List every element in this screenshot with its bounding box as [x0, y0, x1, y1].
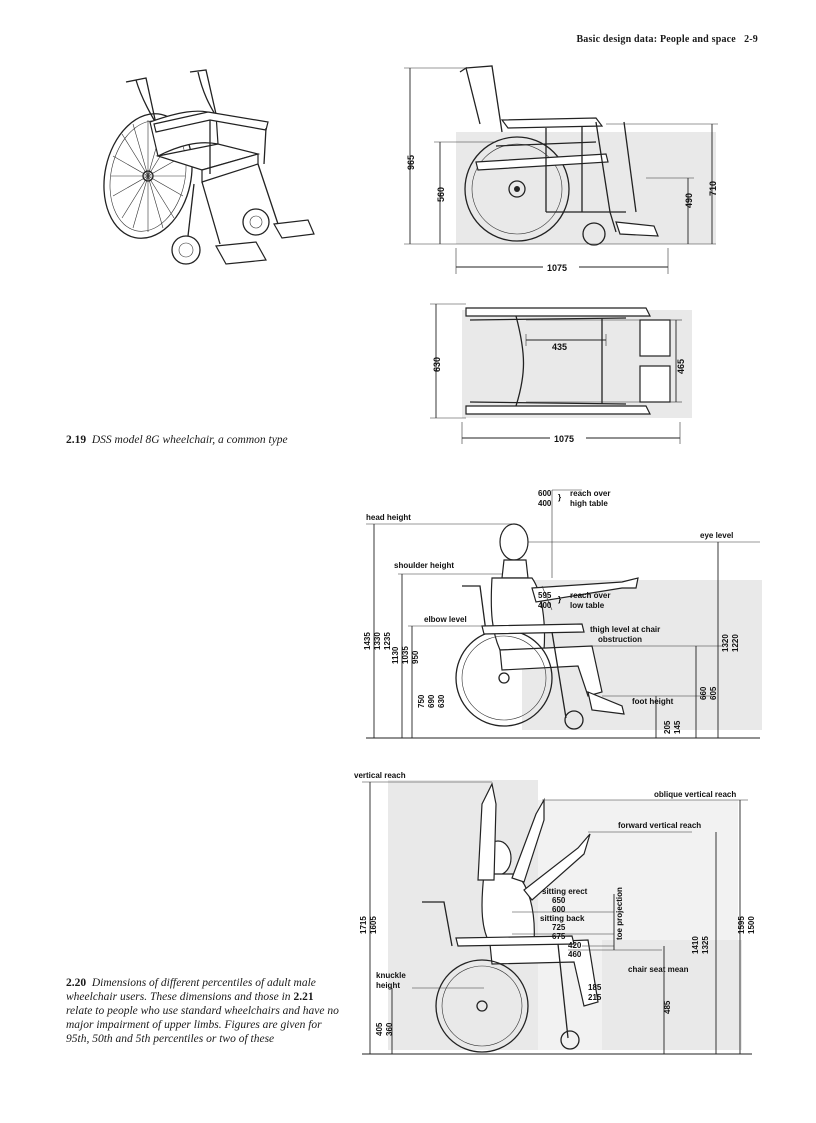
- caption-text-part2: relate to people who use standard wheelc…: [66, 1005, 339, 1045]
- running-title: Basic design data: People and space: [576, 34, 736, 45]
- caption-fig-2-19: 2.19 DSS model 8G wheelchair, a common t…: [66, 433, 341, 447]
- label-elbow-level: elbow level: [424, 615, 467, 624]
- dim-seat-height: 560: [436, 187, 446, 202]
- label-toe-projection: toe projection: [615, 887, 624, 940]
- head-value-c: 1235: [383, 632, 392, 650]
- caption-text-part1: Dimensions of different percentiles of a…: [66, 977, 316, 1003]
- dim-seat-depth: 435: [552, 342, 567, 352]
- knuckle-value-b: 360: [385, 1022, 394, 1036]
- reach-low-label-l1: reach over: [570, 591, 610, 600]
- reach-high-label-l1: reach over: [570, 489, 610, 498]
- thigh-value-a: 660: [699, 686, 708, 700]
- label-sitting-erect: sitting erect: [542, 887, 588, 896]
- vertical-value-a: 1715: [359, 916, 368, 934]
- reach-dimensions-figure: vertical reach oblique vertical reach fo…: [354, 771, 756, 1055]
- head-value-a: 1435: [363, 632, 372, 650]
- elbow-value-a: 750: [417, 694, 426, 708]
- eye-value-b: 1220: [731, 634, 740, 652]
- foot-value-b: 145: [673, 720, 682, 734]
- forward-value-b: 1325: [701, 936, 710, 954]
- eye-value-a: 1320: [721, 634, 730, 652]
- thigh-value-b: 605: [709, 686, 718, 700]
- page-number: 2-9: [744, 34, 758, 45]
- wheelchair-plan-view: 630 435 465 1075: [430, 303, 692, 444]
- caption-text: DSS model 8G wheelchair, a common type: [91, 434, 288, 446]
- knee-value-a: 185: [588, 983, 602, 992]
- dim-plan-length: 1075: [554, 434, 574, 444]
- back-value-b: 675: [552, 932, 566, 941]
- wheelchair-perspective-illustration: [103, 69, 315, 265]
- label-oblique-vertical-reach: oblique vertical reach: [654, 790, 736, 799]
- dim-armrest-height: 710: [708, 181, 718, 196]
- label-forward-vertical-reach: forward vertical reach: [618, 821, 701, 830]
- knee-value-b: 215: [588, 993, 602, 1002]
- seat-value: 485: [663, 1000, 672, 1014]
- oblique-value-a: 1595: [737, 916, 746, 934]
- foot-value-a: 205: [663, 720, 672, 734]
- figure-number: 2.19: [66, 434, 87, 446]
- svg-text:}: }: [558, 595, 561, 604]
- dim-height-overall: 965: [406, 155, 416, 170]
- reach-low-value-a: 595: [538, 591, 552, 600]
- reach-high-value-a: 600: [538, 489, 552, 498]
- label-sitting-back: sitting back: [540, 914, 585, 923]
- dim-width-overall: 630: [432, 357, 442, 372]
- label-vertical-reach: vertical reach: [354, 771, 406, 780]
- label-thigh-l2: obstruction: [598, 635, 642, 644]
- figure-reference: 2.21: [293, 991, 314, 1003]
- label-foot-height: foot height: [632, 697, 674, 706]
- erect-value-a: 650: [552, 896, 566, 905]
- label-knuckle-l2: height: [376, 981, 400, 990]
- toe-value-a: 420: [568, 941, 582, 950]
- running-header: Basic design data: People and space 2-9: [576, 34, 758, 45]
- shoulder-value-a: 1130: [391, 646, 400, 664]
- forward-value-a: 1410: [691, 936, 700, 954]
- wheelchair-side-elevation: 965 560 490 710 1075: [404, 65, 718, 274]
- label-thigh-l1: thigh level at chair: [590, 625, 660, 634]
- shoulder-value-b: 1035: [401, 646, 410, 664]
- figure-number: 2.20: [66, 977, 87, 989]
- seated-user-dimensions-figure: 600 400 } reach over high table head hei…: [363, 489, 762, 739]
- label-chair-seat-mean: chair seat mean: [628, 965, 689, 974]
- dim-side-length: 1075: [547, 263, 567, 273]
- head-value-b: 1330: [373, 632, 382, 650]
- reach-high-label-l2: high table: [570, 499, 608, 508]
- shoulder-value-c: 950: [411, 650, 420, 664]
- label-head-height: head height: [366, 513, 411, 522]
- caption-fig-2-20: 2.20 Dimensions of different percentiles…: [66, 976, 341, 1046]
- vertical-value-b: 1605: [369, 916, 378, 934]
- label-eye-level: eye level: [700, 531, 733, 540]
- label-knuckle-l1: knuckle: [376, 971, 406, 980]
- reach-low-value-b: 400: [538, 601, 552, 610]
- toe-value-b: 460: [568, 950, 582, 959]
- back-value-a: 725: [552, 923, 566, 932]
- label-shoulder-height: shoulder height: [394, 561, 454, 570]
- elbow-value-c: 630: [437, 694, 446, 708]
- svg-text:}: }: [558, 493, 561, 502]
- dim-footrest-height: 490: [684, 193, 694, 208]
- reach-low-label-l2: low table: [570, 601, 605, 610]
- erect-value-b: 600: [552, 905, 566, 914]
- oblique-value-b: 1500: [747, 916, 756, 934]
- knuckle-value-a: 405: [375, 1022, 384, 1036]
- reach-high-value-b: 400: [538, 499, 552, 508]
- elbow-value-b: 690: [427, 694, 436, 708]
- dim-seat-width: 465: [676, 359, 686, 374]
